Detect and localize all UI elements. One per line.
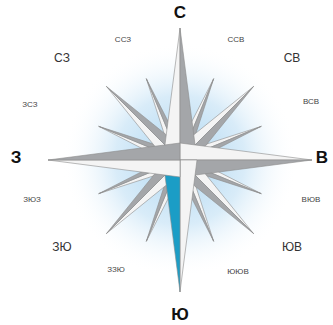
direction-label: С bbox=[174, 4, 186, 21]
direction-label: СЗ bbox=[54, 52, 70, 64]
direction-label: СВ bbox=[284, 52, 301, 64]
direction-label: В bbox=[316, 149, 328, 166]
direction-label: ВСВ bbox=[303, 98, 319, 106]
direction-label: ЗЮЗ bbox=[23, 196, 41, 204]
point-dark-half bbox=[48, 143, 180, 160]
point-light-half bbox=[163, 28, 180, 160]
direction-label: З bbox=[11, 149, 22, 166]
point-light-half bbox=[180, 160, 197, 292]
cardinal-point bbox=[180, 143, 312, 177]
direction-label: ВЮВ bbox=[302, 196, 321, 204]
direction-label: ЮЮВ bbox=[227, 268, 249, 276]
cardinal-point bbox=[48, 143, 180, 177]
direction-label: ЗЮ bbox=[52, 241, 71, 253]
direction-label: Ю bbox=[171, 305, 189, 322]
direction-label: ССЗ bbox=[115, 36, 131, 44]
point-dark-half bbox=[180, 28, 197, 160]
direction-label: ЗЗЮ bbox=[107, 266, 125, 274]
cardinal-point bbox=[163, 160, 197, 292]
point-light-half bbox=[48, 160, 180, 177]
point-dark-half bbox=[163, 160, 180, 292]
direction-label: ССВ bbox=[228, 36, 245, 44]
rose-points bbox=[48, 28, 312, 292]
direction-label: ЮВ bbox=[282, 241, 302, 253]
cardinal-point bbox=[163, 28, 197, 160]
point-light-half bbox=[180, 143, 312, 160]
point-dark-half bbox=[180, 160, 312, 177]
direction-label: ЗСЗ bbox=[22, 101, 37, 109]
